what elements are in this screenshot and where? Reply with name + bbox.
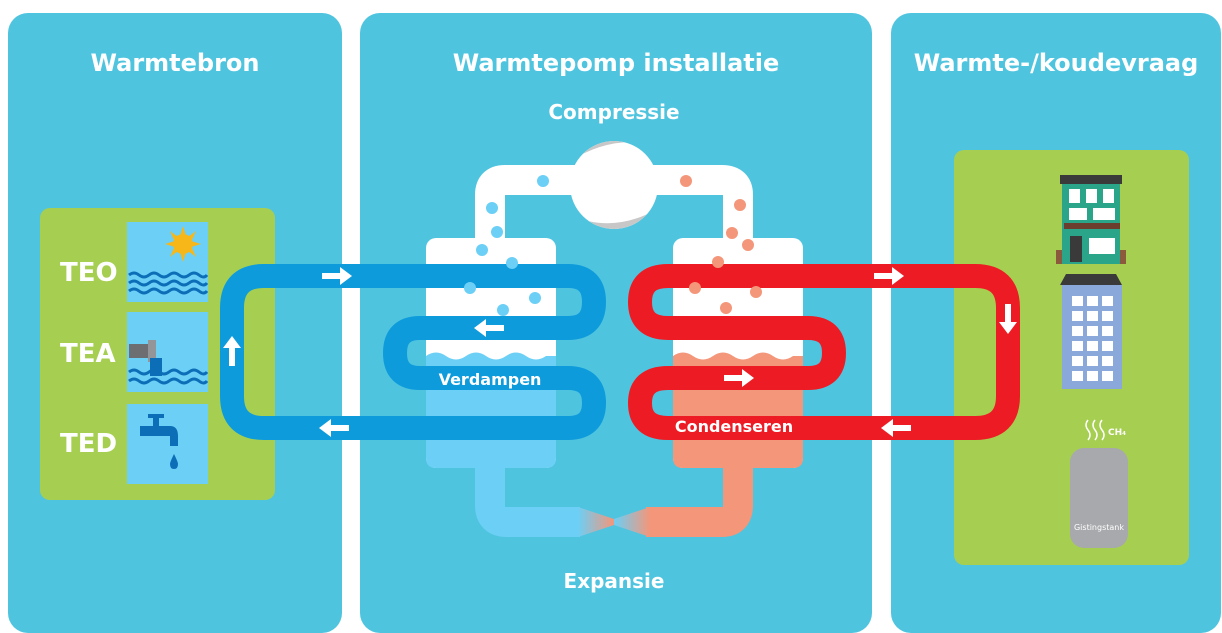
arrow-down-icon [999,304,1017,334]
steam-icon [1085,419,1105,441]
office-window [1072,296,1083,306]
tap-drop-icon [127,404,208,484]
discharge-tube [640,165,753,240]
office-window [1102,311,1113,321]
arrow-up-icon [223,336,241,366]
expansion-valve-right [614,507,650,537]
evaporate-label: Verdampen [439,370,542,389]
drain-pipe-water-icon [127,312,209,392]
source-label-teo: TEO [60,258,118,288]
office-window [1102,296,1113,306]
condense-label: Condenseren [675,417,793,436]
office-window [1102,371,1113,381]
digester-tank-icon [1070,448,1128,548]
office-window [1072,371,1083,381]
office-window [1087,296,1098,306]
office-window [1087,371,1098,381]
tank-label: Gistingstank [1074,523,1124,532]
expansion-label: Expansie [564,569,665,593]
arrow-right-icon [724,369,754,387]
office-window [1087,311,1098,321]
flow-arrows [223,267,1017,437]
cold-liquid-tube [475,462,580,537]
source-label-tea: TEA [60,339,116,369]
office-window [1072,356,1083,366]
cold-loop-pipe [220,264,606,440]
office-window [1087,356,1098,366]
arrow-left-icon [881,419,911,437]
office-window [1072,341,1083,351]
arrow-left-icon [319,419,349,437]
hot-liquid-tube [646,462,753,537]
office-window [1072,311,1083,321]
arrow-right-icon [874,267,904,285]
houses-icon [1056,175,1126,264]
arrow-right-icon [322,267,352,285]
compression-label: Compressie [548,100,679,124]
panel-title-warmtebron: Warmtebron [90,49,260,77]
source-label-ted: TED [60,429,117,459]
suction-tube [475,165,590,240]
office-window [1102,356,1113,366]
panel-title-vraag: Warmte-/koudevraag [913,49,1199,77]
cold-bubbles [464,175,549,316]
hot-loop-pipe [628,264,1020,440]
office-window [1087,326,1098,336]
arrow-left-icon [474,319,504,337]
expansion-valve-left [578,507,614,537]
office-window [1102,341,1113,351]
sun-water-icon [127,222,209,302]
panel-title-installatie: Warmtepomp installatie [452,49,780,77]
office-window [1087,341,1098,351]
office-window [1102,326,1113,336]
hot-bubbles [680,175,762,314]
compressor-icon [570,141,658,229]
gas-label: CH₄ [1108,428,1126,438]
office-windows [1072,296,1113,381]
office-window [1072,326,1083,336]
